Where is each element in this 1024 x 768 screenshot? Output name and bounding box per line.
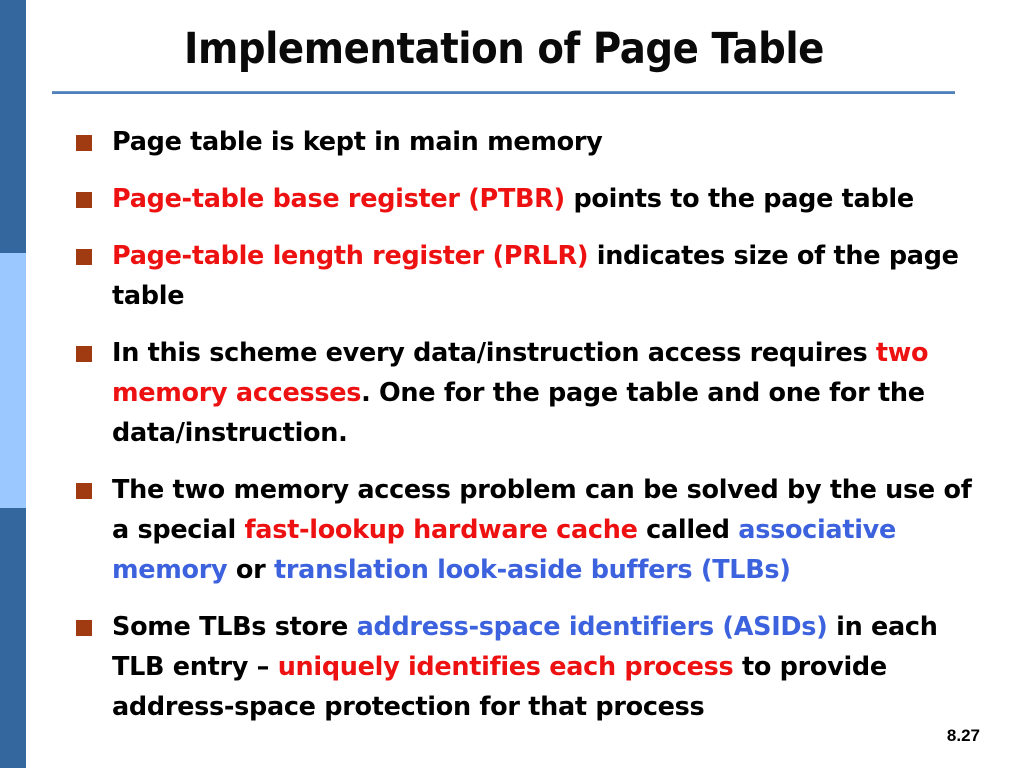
sidebar-band-middle [0,253,26,508]
bullet-text-run: translation look-aside buffers (TLBs) [274,555,791,585]
bullet-square-icon [76,192,92,208]
bullet-text-run: or [227,555,275,585]
bullet-text-run: to provide address-space protection for … [112,652,887,722]
bullet-square-icon [76,620,92,636]
title-divider [52,91,955,94]
bullet-text-run: . One for the page table and one for the… [112,378,925,448]
bullet-text-run: indicates size of the page table [112,241,959,311]
bullet-text-run: Page-table length register (PRLR) [112,241,589,271]
bullet-text-run: Page-table base register (PTBR) [112,184,565,214]
bullet-square-icon [76,346,92,362]
bullet-text-run: address-space identifiers (ASIDs) [356,612,828,642]
bullet-text-run: In this scheme every data/instruction ac… [112,338,876,368]
sidebar-band-top [0,0,26,253]
decorative-sidebar [0,0,26,768]
bullet-text-run: fast-lookup hardware cache [244,515,638,545]
bullet-square-icon [76,135,92,151]
sidebar-band-bottom [0,508,26,768]
bullet-two-memory-accesses: In this scheme every data/instruction ac… [74,333,980,453]
bullet-ptbr: Page-table base register (PTBR) points t… [74,179,980,219]
bullet-text-run: uniquely identifies each process [277,652,734,682]
bullet-text-run: points to the page table [564,184,914,214]
bullet-text-run: two memory accesses [112,338,929,408]
bullet-asid: Some TLBs store address-space identifier… [74,607,980,727]
bullet-text-run: associative memory [112,515,896,585]
bullet-text-run: The two memory access problem can be sol… [112,475,972,545]
bullet-text-run: Page table is kept in main memory [112,127,603,157]
bullet-text-run: in each TLB entry – [112,612,938,682]
bullet-text-run: called [637,515,739,545]
page-title: Implementation of Page Table [184,24,824,74]
bullet-tlb-solution: The two memory access problem can be sol… [74,470,980,590]
bullet-square-icon [76,249,92,265]
slide-title-container: Implementation of Page Table [52,24,956,74]
bullet-page-table-main-memory: Page table is kept in main memory [74,122,980,162]
bullet-text-run: Some TLBs store [112,612,357,642]
bullet-prlr: Page-table length register (PRLR) indica… [74,236,980,316]
bullet-square-icon [76,483,92,499]
page-number: 8.27 [946,726,980,745]
